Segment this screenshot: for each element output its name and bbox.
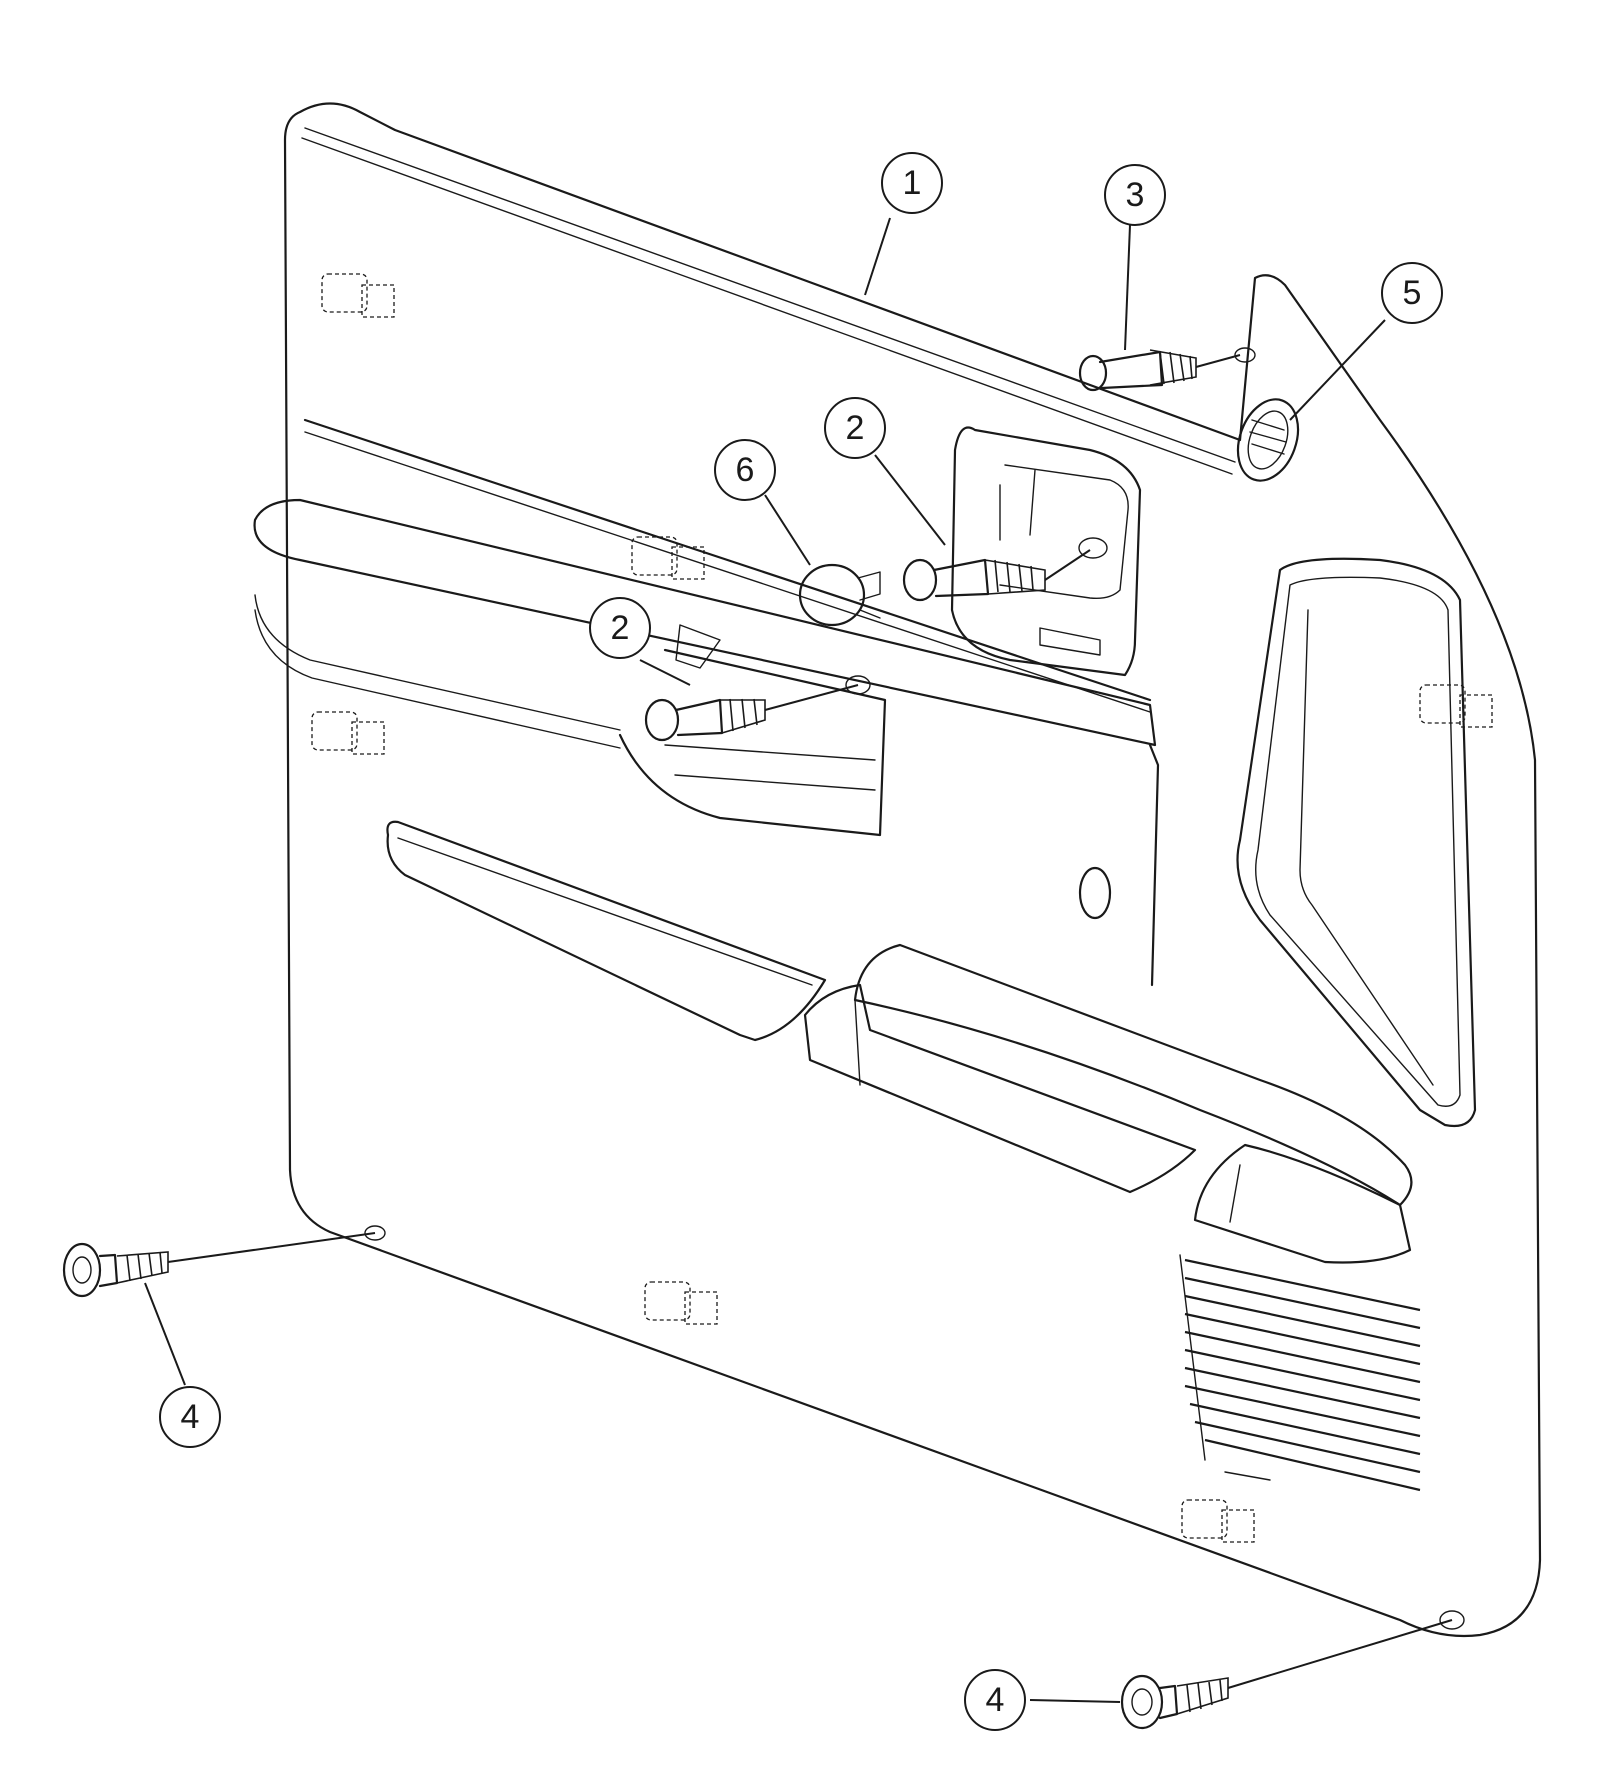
speaker-grille bbox=[1179, 1254, 1421, 1492]
callout-3-label: 3 bbox=[1126, 176, 1145, 214]
screw-part-3 bbox=[1078, 349, 1241, 392]
callout-5-label: 5 bbox=[1403, 274, 1422, 312]
leader-line-6 bbox=[764, 494, 811, 566]
plug-part-6 bbox=[798, 563, 881, 627]
callout-4-left-label: 4 bbox=[181, 1398, 200, 1436]
leader-line-5 bbox=[1289, 319, 1386, 421]
leader-line-2-lower bbox=[639, 659, 691, 686]
leader-line-4-left bbox=[144, 1282, 186, 1386]
screw-part-2-upper bbox=[902, 549, 1091, 602]
leader-line-1 bbox=[864, 217, 891, 296]
callout-5: 5 bbox=[1381, 262, 1443, 324]
callout-2-lower: 2 bbox=[589, 597, 651, 659]
leader-line-3 bbox=[1124, 224, 1131, 351]
callout-2-upper-label: 2 bbox=[846, 409, 865, 447]
screw-part-4-right bbox=[1120, 1619, 1453, 1730]
hidden-clip-retainers bbox=[311, 273, 1493, 1543]
callout-6: 6 bbox=[714, 439, 776, 501]
screw-part-4-left bbox=[62, 1232, 376, 1298]
screw-part-2-lower bbox=[644, 684, 859, 742]
callout-3: 3 bbox=[1104, 164, 1166, 226]
callout-4-left: 4 bbox=[159, 1386, 221, 1448]
callout-6-label: 6 bbox=[736, 451, 755, 489]
callout-2-upper: 2 bbox=[824, 397, 886, 459]
leader-line-2-upper bbox=[874, 454, 946, 546]
trim-cover-part-5 bbox=[1236, 398, 1300, 482]
leader-line-4-right bbox=[1029, 1699, 1121, 1703]
callout-1-label: 1 bbox=[903, 164, 922, 202]
callout-4-right: 4 bbox=[964, 1669, 1026, 1731]
callout-4-right-label: 4 bbox=[986, 1681, 1005, 1719]
callout-2-lower-label: 2 bbox=[611, 609, 630, 647]
door-trim-panel bbox=[253, 102, 1542, 1638]
callout-1: 1 bbox=[881, 152, 943, 214]
